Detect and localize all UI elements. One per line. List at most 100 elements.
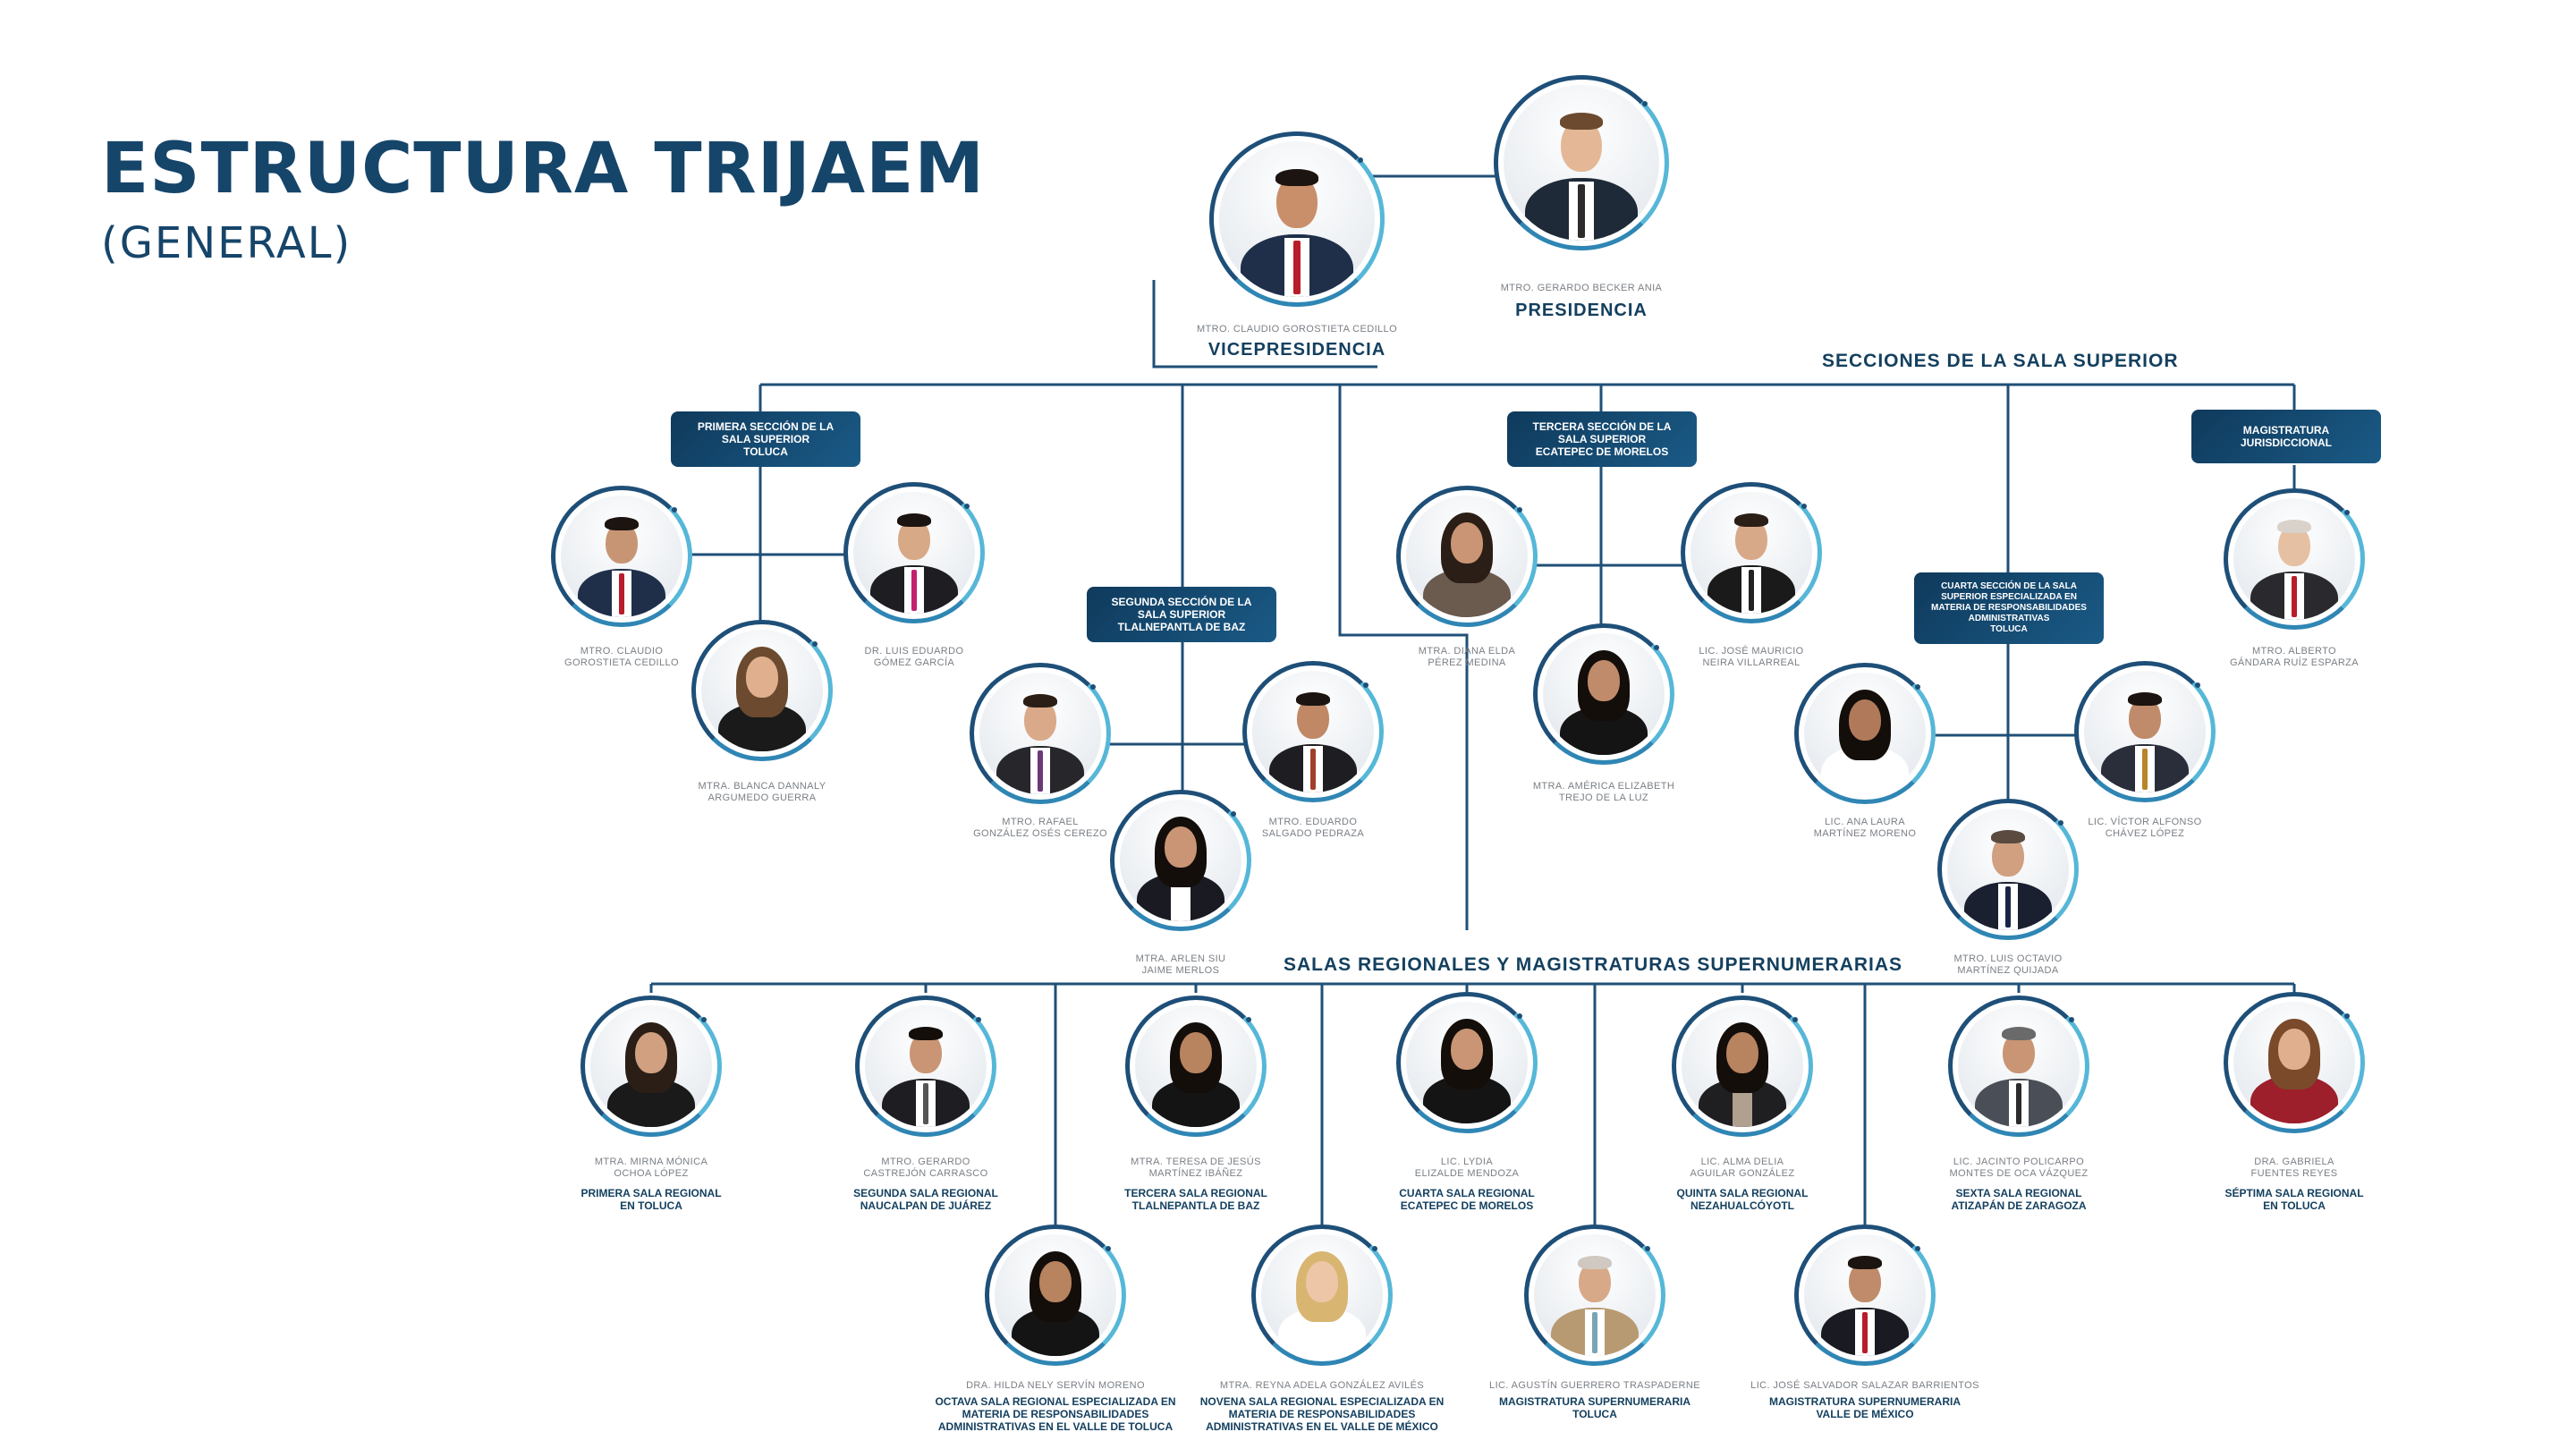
- portrait-tie: [1309, 749, 1317, 791]
- portrait-photo: [1947, 809, 2069, 930]
- portrait-photo: [701, 630, 823, 751]
- ring-dot: [1362, 682, 1368, 688]
- portrait-photo: [1504, 85, 1659, 241]
- member-role: VICEPRESIDENCIA: [1127, 340, 1467, 360]
- portrait-tie: [1748, 570, 1755, 612]
- ring-dot: [2068, 1016, 2074, 1022]
- portrait-hair: [1022, 694, 1058, 708]
- member-name-line: SALGADO PEDRAZA: [1261, 828, 1365, 839]
- portrait-tie: [2015, 1083, 2022, 1125]
- member-name-line: LIC. JOSÉ SALVADOR SALAZAR BARRIENTOS: [1750, 1380, 1979, 1391]
- member-name: LIC. AGUSTÍN GUERRERO TRASPADERNE: [1443, 1380, 1747, 1392]
- member-name-line: MTRA. TERESA DE JESÚS: [1131, 1157, 1261, 1167]
- member-role-line: TERCERA SALA REGIONAL: [1124, 1187, 1267, 1199]
- portrait-tie: [2291, 576, 2298, 618]
- portrait-photo: [1682, 1005, 1803, 1127]
- portrait-tie: [922, 1083, 929, 1125]
- member-name-line: MTRA. DIANA ELDA: [1418, 646, 1516, 657]
- ring-dot: [2343, 509, 2350, 515]
- portrait-hair: [1295, 692, 1331, 707]
- member-name-line: GONZÁLEZ OSÉS CEREZO: [973, 828, 1107, 839]
- member-name-line: MARTÍNEZ MORENO: [1813, 828, 1917, 839]
- section-box-line: SEGUNDA SECCIÓN DE LA: [1111, 596, 1252, 608]
- portrait-hair: [1990, 830, 2026, 844]
- portrait-photo: [1534, 1234, 1656, 1356]
- member-name-line: MTRA. MIRNA MÓNICA: [594, 1157, 708, 1167]
- member-name-line: LIC. ALMA DELIA: [1700, 1157, 1784, 1167]
- portrait-face: [2278, 1028, 2310, 1071]
- ring-dot: [700, 1016, 707, 1022]
- member-name-line: ARGUMEDO GUERRA: [708, 792, 817, 803]
- member-role-line: ATIZAPÁN DE ZARAGOZA: [1951, 1199, 2087, 1212]
- ring-dot: [1516, 506, 1522, 513]
- member-name-line: MTRA. BLANCA DANNALY: [698, 781, 826, 792]
- member-name-line: MTRO. EDUARDO: [1268, 817, 1358, 827]
- member-role-line: MAGISTRATURA SUPERNUMERARIA: [1499, 1395, 1690, 1408]
- member-role-line: NAUCALPAN DE JUÁREZ: [860, 1199, 992, 1212]
- ring-dot: [1089, 683, 1096, 690]
- member-name-line: LIC. AGUSTÍN GUERRERO TRASPADERNE: [1489, 1380, 1700, 1391]
- member-name-line: DRA. HILDA NELY SERVÍN MORENO: [966, 1380, 1145, 1391]
- member-name-line: NEIRA VILLARREAL: [1702, 657, 1801, 668]
- member-name-line: MTRO. GERARDO BECKER ANIA: [1500, 283, 1663, 293]
- section-box-line: MAGISTRATURA: [2242, 424, 2330, 436]
- member-name-line: LIC. ANA LAURA: [1825, 817, 1905, 827]
- portrait-tie: [911, 570, 918, 612]
- member-role-line: NOVENA SALA REGIONAL ESPECIALIZADA EN: [1199, 1395, 1445, 1408]
- member-role-line: EN TOLUCA: [620, 1199, 682, 1212]
- member-role-line: CUARTA SALA REGIONAL: [1399, 1187, 1535, 1199]
- ring-dot: [1371, 1245, 1377, 1251]
- member-role-line: SEXTA SALA REGIONAL: [1955, 1187, 2082, 1199]
- portrait-face: [746, 656, 778, 699]
- portrait-photo: [853, 492, 975, 614]
- portrait-photo: [2233, 1002, 2355, 1123]
- member-role-line: MATERIA DE RESPONSABILIDADES: [1228, 1408, 1416, 1420]
- ring-dot: [2194, 682, 2200, 688]
- portrait-face: [1165, 826, 1197, 869]
- member-name-line: OCHOA LÓPEZ: [614, 1168, 689, 1179]
- member-name-line: MTRA. REYNA ADELA GONZÁLEZ AVILÉS: [1219, 1380, 1425, 1391]
- member-name-line: MTRO. GERARDO: [881, 1157, 970, 1167]
- member-name-line: PÉREZ MEDINA: [1428, 657, 1506, 668]
- member-name-line: MTRO. RAFAEL: [1002, 817, 1079, 827]
- member-name-line: ELIZALDE MENDOZA: [1414, 1168, 1520, 1179]
- portrait-face: [1451, 521, 1483, 564]
- portrait-photo: [590, 1005, 712, 1127]
- member-name-line: CASTREJÓN CARRASCO: [863, 1168, 988, 1179]
- member-name-line: MARTÍNEZ IBÁÑEZ: [1148, 1168, 1243, 1179]
- portrait-tie: [1037, 750, 1044, 792]
- portrait-photo: [1406, 496, 1528, 617]
- portrait-photo: [1804, 1234, 1926, 1356]
- member-name: MTRO. GERARDO BECKER ANIA: [1429, 283, 1733, 294]
- portrait-tie: [1292, 241, 1301, 294]
- portrait-hair: [1733, 513, 1769, 528]
- member-name: LIC. JOSÉ SALVADOR SALAZAR BARRIENTOS: [1713, 1380, 2017, 1392]
- member-role-line: EN TOLUCA: [2263, 1199, 2326, 1212]
- member-name: MTRA. REYNA ADELA GONZÁLEZ AVILÉS: [1170, 1380, 1474, 1392]
- member-role-line: VICEPRESIDENCIA: [1208, 340, 1386, 360]
- ring-dot: [2343, 1013, 2350, 1019]
- portrait-photo: [1406, 1002, 1528, 1123]
- member-name-line: GÁNDARA RUÍZ ESPARZA: [2229, 657, 2360, 668]
- member-name-line: DRA. GABRIELA: [2254, 1157, 2334, 1167]
- portrait-photo: [865, 1005, 987, 1127]
- section-box-line: MATERIA DE RESPONSABILIDADES: [1931, 603, 2087, 613]
- ring-dot: [1105, 1245, 1111, 1251]
- section-box-line: TOLUCA: [1990, 624, 2028, 634]
